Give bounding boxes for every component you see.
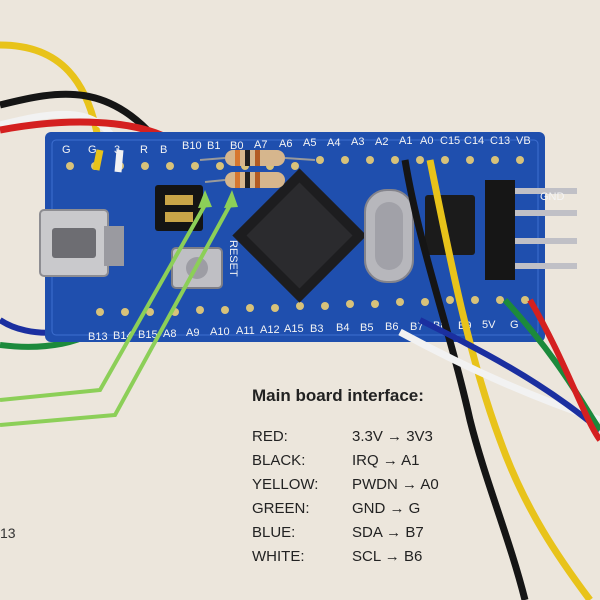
yellow-wire-pin <box>92 149 104 171</box>
interface-legend: Main board interface: RED: 3.3V → 3V3 BL… <box>252 386 552 568</box>
red-wire-right <box>527 298 600 442</box>
pin-label-top: A3 <box>351 136 364 148</box>
boot-jumpers <box>155 185 203 231</box>
pin-label-top: A0 <box>420 135 433 147</box>
pin-label-top: B0 <box>230 140 243 152</box>
pin-label-bottom: A10 <box>210 326 230 338</box>
legend-mapping: IRQ → A1 <box>352 451 420 469</box>
pin-label-top: R <box>140 144 148 156</box>
legend-mapping: PWDN → A0 <box>352 475 439 493</box>
pin-label-bottom: B3 <box>310 323 323 335</box>
pin-label-bottom: 5V <box>482 319 496 331</box>
pin-label-bottom: G <box>510 319 519 331</box>
pin-label-bottom: B6 <box>385 321 398 333</box>
annotation-arrows <box>0 190 238 427</box>
legend-wire-color: RED: <box>252 427 288 445</box>
blue-wire-right <box>418 317 600 433</box>
pin-label-top: C14 <box>464 135 484 147</box>
pin-label-top: A4 <box>327 137 340 149</box>
pin-label-top: A5 <box>303 137 316 149</box>
pin-label-top: B <box>160 144 167 156</box>
pin-label-top: B10 <box>182 140 202 152</box>
pin-label-bottom: A12 <box>260 324 280 336</box>
pin-label-bottom: B7 <box>410 321 423 333</box>
legend-mapping: SDA → B7 <box>352 523 424 541</box>
legend-row: BLUE: SDA → B7 <box>252 520 552 544</box>
legend-wire-color: BLACK: <box>252 451 306 469</box>
legend-wire-color: YELLOW: <box>252 475 319 493</box>
legend-wire-color: GREEN: <box>252 499 310 517</box>
black-wire-right <box>401 159 529 600</box>
reset-label: RESET <box>227 240 239 277</box>
pin-label-top: C15 <box>440 135 460 147</box>
legend-mapping: GND → G <box>352 499 421 517</box>
legend-title: Main board interface: <box>252 386 424 405</box>
pin-label-top: B1 <box>207 140 220 152</box>
bottom-pin-holes <box>96 296 529 316</box>
white-wire-pin <box>114 149 124 173</box>
resistors <box>199 150 316 188</box>
pin-label-bottom: A11 <box>236 325 255 337</box>
legend-mapping: 3.3V → 3V3 <box>352 427 433 445</box>
legend-row: BLACK: IRQ → A1 <box>252 448 552 472</box>
legend-row: WHITE: SCL → B6 <box>252 544 552 568</box>
legend-mapping: SCL → B6 <box>352 547 423 565</box>
gnd-label: GND <box>540 191 565 203</box>
yellow-wire-left <box>0 41 104 151</box>
pin-label-bottom: B13 <box>88 331 108 343</box>
pin-label-top: VB <box>516 135 531 147</box>
pin-label-bottom: A9 <box>186 327 199 339</box>
pin-label-top: A2 <box>375 136 388 148</box>
legend-row: GREEN: GND → G <box>252 496 552 520</box>
yellow-wire-right <box>426 159 593 600</box>
pin-label-top: A6 <box>279 138 292 150</box>
legend-row: YELLOW: PWDN → A0 <box>252 472 552 496</box>
pin-label-top: G <box>88 144 97 156</box>
pin-label-bottom: B15 <box>138 329 158 341</box>
crystal-oscillator <box>364 189 414 283</box>
pin-label-top: A7 <box>254 139 267 151</box>
legend-wire-color: BLUE: <box>252 523 296 541</box>
pin-label-bottom: A15 <box>284 323 304 335</box>
pin-label-top: C13 <box>490 135 510 147</box>
micro-usb-port <box>39 209 124 277</box>
pin-label-top: G <box>62 144 71 156</box>
cropped-text-fragment: 13 <box>0 525 16 541</box>
pin-label-bottom: B4 <box>336 322 349 334</box>
legend-row: RED: 3.3V → 3V3 <box>252 424 552 448</box>
pin-label-bottom: B5 <box>360 322 373 334</box>
pin-label-bottom: A8 <box>163 328 176 340</box>
pin-label-top: A1 <box>399 135 412 147</box>
legend-wire-color: WHITE: <box>252 547 305 565</box>
